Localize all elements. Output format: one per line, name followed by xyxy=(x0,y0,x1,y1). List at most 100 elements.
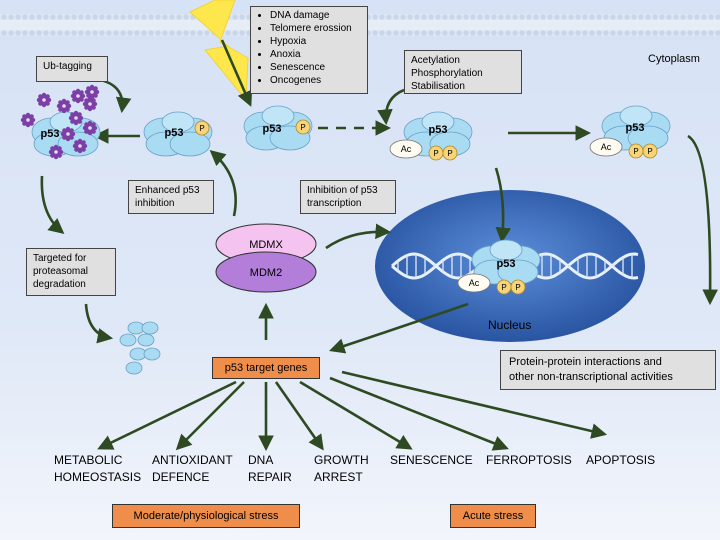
arrow-to-outcome xyxy=(329,376,509,451)
non-transcriptional-box: Protein-protein interactions and other n… xyxy=(500,350,716,390)
outcome-line: DNA xyxy=(248,453,274,467)
ub-tagging-box: Ub-tagging xyxy=(36,56,108,82)
phospho-label: P xyxy=(199,124,204,133)
phospho-site-icon xyxy=(194,120,210,136)
ubiquitin-icon xyxy=(36,92,52,108)
p53-bound-mdm2: p53 P xyxy=(143,111,213,157)
stress-list-item: Senescence xyxy=(270,61,361,74)
phospho-site-icon xyxy=(510,279,526,295)
ubiquitin-icon xyxy=(84,84,100,100)
ubiquitin-icon xyxy=(72,138,88,154)
arrow-mdm2-to-nucleus xyxy=(325,223,392,250)
phospho-label: P xyxy=(633,147,638,156)
arrow-stress-to-p53 xyxy=(220,39,253,107)
arrow-to-outcome xyxy=(97,380,237,450)
arrow-to-non-transcriptional xyxy=(687,134,718,306)
phospho-label: P xyxy=(300,123,305,132)
stress-list-item: Telomere erossion xyxy=(270,22,361,35)
arrow-to-proteasome xyxy=(84,303,114,344)
transcription-inhibition-line: transcription xyxy=(307,198,362,209)
mdm2-ellipse xyxy=(215,251,317,293)
transcription-inhibition-box: Inhibition of p53 transcription xyxy=(300,180,396,214)
proteasomal-line: Targeted for xyxy=(33,253,87,264)
phospho-label: P xyxy=(515,283,520,292)
phospho-label: P xyxy=(447,149,452,158)
acetyl-label: Ac xyxy=(601,142,612,152)
p53-label: p53 xyxy=(626,122,645,134)
proteasome-fragments xyxy=(119,321,161,375)
outcome-line: ANTIOXIDANT xyxy=(152,453,233,467)
outcome-label: FERROPTOSIS xyxy=(486,452,572,469)
outcome-line: SENESCENCE xyxy=(390,453,473,467)
moderate-stress-label: Moderate/physiological stress xyxy=(133,510,279,522)
outcome-label: METABOLIC HOMEOSTASIS xyxy=(54,452,141,486)
p53-label: p53 xyxy=(41,128,60,140)
stress-lightning-icon xyxy=(189,0,249,102)
arrow-mdm2-to-p53 xyxy=(209,149,237,217)
modification-line: Stabilisation xyxy=(411,81,465,92)
target-genes-label: p53 target genes xyxy=(224,362,308,374)
ubiquitin-icon xyxy=(82,120,98,136)
target-genes-box: p53 target genes xyxy=(212,357,320,379)
arrow-to-outcome xyxy=(341,370,608,439)
outcome-label: APOPTOSIS xyxy=(586,452,655,469)
transcription-inhibition-line: Inhibition of p53 xyxy=(307,185,378,196)
outcome-label: ANTIOXIDANT DEFENCE xyxy=(152,452,233,486)
nucleus-label: Nucleus xyxy=(488,318,532,332)
p53-ubiquitinated: p53 xyxy=(20,84,101,160)
acetyl-icon xyxy=(389,139,423,159)
ubiquitin-icon xyxy=(68,110,84,126)
acetyl-icon xyxy=(457,273,491,293)
outcome-label: DNA REPAIR xyxy=(248,452,292,486)
outcome-line: ARREST xyxy=(314,470,363,484)
stress-list-item: Anoxia xyxy=(270,48,361,61)
arrow-to-outcome xyxy=(175,381,245,451)
acetyl-label: Ac xyxy=(469,278,480,288)
moderate-stress-box: Moderate/physiological stress xyxy=(112,504,300,528)
acute-stress-box: Acute stress xyxy=(450,504,536,528)
ubiquitin-icon xyxy=(48,144,64,160)
pathway-arrows xyxy=(40,39,718,452)
p53-label: p53 xyxy=(165,127,184,139)
outcome-line: REPAIR xyxy=(248,470,292,484)
ubiquitin-icon xyxy=(60,126,76,142)
mdm2-mdmx-complex: MDMX MDM2 xyxy=(215,223,317,293)
arrow-to-outcome xyxy=(299,380,413,450)
phospho-site-icon xyxy=(442,145,458,161)
p53-stressed: p53 P xyxy=(243,105,313,151)
modification-box: Acetylation Phosphorylation Stabilisatio… xyxy=(404,50,522,94)
enhanced-inhibition-box: Enhanced p53 inhibition xyxy=(128,180,214,214)
stress-list-item: Hypoxia xyxy=(270,35,361,48)
p53-label: p53 xyxy=(429,124,448,136)
outcome-line: APOPTOSIS xyxy=(586,453,656,467)
outcome-line: GROWTH xyxy=(314,453,369,467)
outcome-label: SENESCENCE xyxy=(390,452,473,469)
enhanced-inhibition-line: Enhanced p53 xyxy=(135,185,200,196)
ubiquitin-icon xyxy=(56,98,72,114)
outcome-line: FERROPTOSIS xyxy=(486,453,572,467)
proteasomal-line: proteasomal xyxy=(33,266,89,277)
arrow-to-outcome xyxy=(274,381,324,451)
acetyl-icon xyxy=(589,137,623,157)
phospho-site-icon xyxy=(295,119,311,135)
acetyl-label: Ac xyxy=(401,144,412,154)
arrow-to-nucleus xyxy=(494,167,512,244)
phospho-label: P xyxy=(433,149,438,158)
ub-tagging-label: Ub-tagging xyxy=(43,61,92,72)
ubiquitin-icon xyxy=(20,112,36,128)
proteasomal-box: Targeted for proteasomal degradation xyxy=(26,248,116,296)
stress-list-item: DNA damage xyxy=(270,9,361,22)
ubiquitin-icon xyxy=(70,88,86,104)
non-transcriptional-line: other non-transcriptional activities xyxy=(509,371,673,383)
mdm2-label: MDM2 xyxy=(250,267,282,279)
mdmx-label: MDMX xyxy=(249,239,283,251)
modification-line: Acetylation xyxy=(411,55,460,66)
non-transcriptional-line: Protein-protein interactions and xyxy=(509,356,662,368)
outcome-label: GROWTH ARREST xyxy=(314,452,369,486)
outcome-line: METABOLIC xyxy=(54,453,123,467)
outcome-line: HOMEOSTASIS xyxy=(54,470,142,484)
stress-list-box: DNA damageTelomere erossionHypoxiaAnoxia… xyxy=(250,6,368,94)
phospho-label: P xyxy=(647,147,652,156)
outcome-line: DEFENCE xyxy=(152,470,210,484)
